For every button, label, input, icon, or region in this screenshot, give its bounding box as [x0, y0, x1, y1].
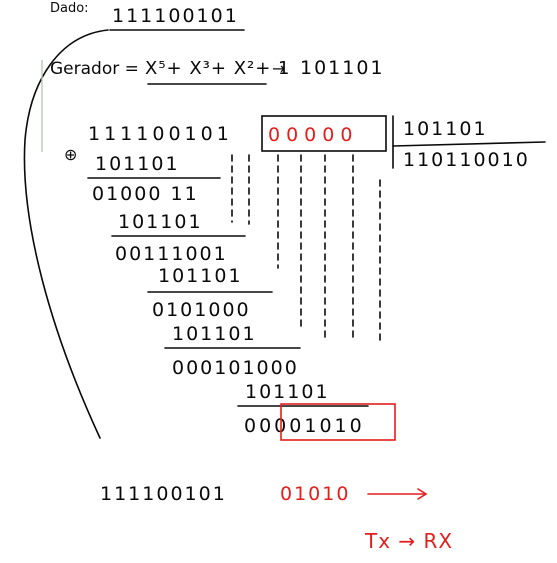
gerador-polynomial: X⁵+ X³+ X²+ 1 — [145, 58, 291, 79]
divisor: 101101 — [403, 118, 488, 140]
gerador-bits: 101101 — [300, 57, 385, 79]
step-subtract-3: 101101 — [158, 265, 243, 287]
quotient: 110110010 — [403, 149, 530, 171]
transmit-arrow-head — [417, 488, 428, 500]
curve-bracket — [23, 29, 109, 439]
dado-value: 111100101 — [112, 5, 239, 27]
dividend: 111100101 — [88, 123, 233, 145]
step-result-4: 000101000 — [172, 357, 299, 379]
appended-zeros: 00000 — [268, 124, 358, 146]
step-result-3: 0101000 — [152, 299, 251, 321]
tx-rx-label: Tx → RX — [364, 529, 453, 553]
dado-label: Dado: — [50, 1, 89, 16]
appended-zeros-box — [261, 115, 387, 152]
result-data-bits: 111100101 — [100, 483, 227, 505]
gerador-label: Gerador = — [50, 59, 139, 79]
step-result-2: 00111001 — [115, 243, 228, 265]
remainder-box — [280, 403, 396, 441]
xor-symbol: ⊕ — [64, 145, 77, 164]
step-subtract-5: 101101 — [245, 381, 330, 403]
step-result-1: 01000 11 — [92, 183, 199, 205]
result-crc-bits: 01010 — [280, 483, 350, 505]
step-subtract-2: 101101 — [118, 211, 203, 233]
gerador-arrow: → — [272, 59, 285, 78]
step-subtract-4: 101101 — [172, 323, 257, 345]
step-subtract-1: 101101 — [95, 153, 180, 175]
step-result-5: 00001010 — [244, 415, 365, 437]
division-bracket-horizontal — [392, 141, 546, 147]
